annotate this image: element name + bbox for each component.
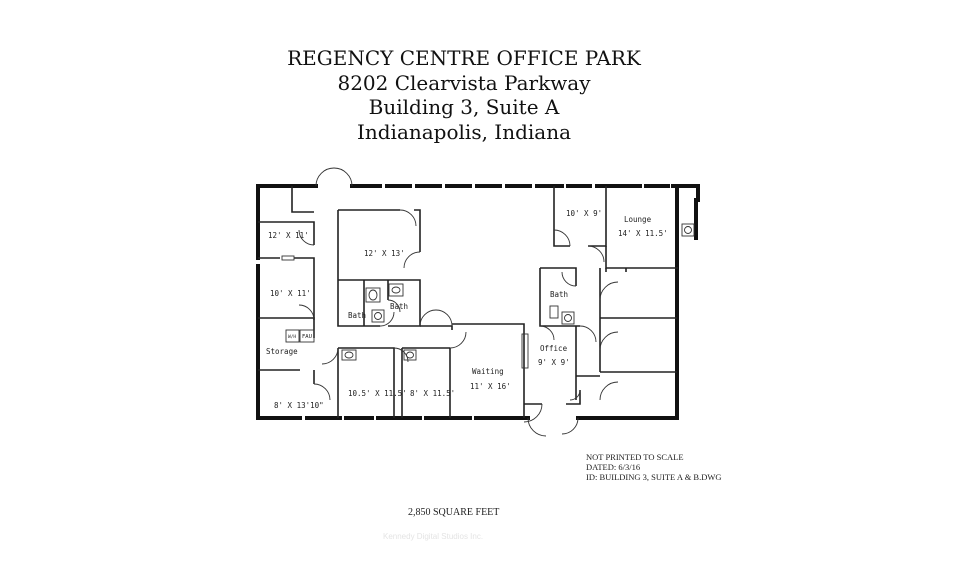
fixtures <box>281 223 695 369</box>
room-bath-left: Bath <box>348 311 366 320</box>
door-swings <box>298 167 619 437</box>
window-icon <box>281 255 295 261</box>
furnace-label: FAU <box>302 334 312 340</box>
room-office-dim: 9' X 9' <box>538 358 570 367</box>
water-heater-label: W/H <box>288 334 296 340</box>
room-office: Office <box>540 344 568 353</box>
id-note: ID: BUILDING 3, SUITE A & B.DWG <box>586 472 722 482</box>
room-waiting-dim: 11' X 16' <box>470 382 511 391</box>
date-note: DATED: 6/3/16 <box>586 462 641 472</box>
toilet-icon <box>549 305 559 319</box>
room-8x11-5: 8' X 11.5' <box>410 389 455 398</box>
property-name: REGENCY CENTRE OFFICE PARK <box>287 46 641 70</box>
room-10x9: 10' X 9' <box>566 209 602 218</box>
furnace-icon <box>299 329 315 343</box>
watermark: Kennedy Digital Studios Inc. <box>383 532 484 541</box>
water-heater-icon <box>285 329 300 343</box>
sink-icon <box>681 223 695 237</box>
suite: Building 3, Suite A <box>368 95 560 119</box>
scale-note: NOT PRINTED TO SCALE <box>586 452 684 462</box>
room-10-5x11-5: 10.5' X 11.5' <box>348 389 407 398</box>
room-8x13: 8' X 13'10" <box>274 401 324 410</box>
drawing-notes: NOT PRINTED TO SCALE DATED: 6/3/16 ID: B… <box>586 452 722 482</box>
room-lounge-dim: 14' X 11.5' <box>618 229 668 238</box>
sink-icon <box>371 309 385 323</box>
toilet-icon <box>365 287 381 303</box>
room-bath-right: Bath <box>550 290 568 299</box>
city-state: Indianapolis, Indiana <box>356 119 572 144</box>
street-address: 8202 Clearvista Parkway <box>337 70 591 95</box>
room-bath-mid: Bath <box>390 302 408 311</box>
room-10x11: 10' X 11' <box>270 289 311 298</box>
window-icon <box>521 333 529 369</box>
sink-icon <box>341 349 357 361</box>
room-storage: Storage <box>266 347 298 356</box>
sink-icon <box>403 349 417 361</box>
title-block: REGENCY CENTRE OFFICE PARK 8202 Clearvis… <box>0 46 928 144</box>
room-12x13: 12' X 13' <box>364 249 405 258</box>
square-footage: 2,850 SQUARE FEET <box>408 507 500 518</box>
room-labels: 12' X 11' 10' X 11' Storage 8' X 13'10" … <box>266 209 668 410</box>
room-12x11: 12' X 11' <box>268 231 309 240</box>
sink-icon <box>561 311 575 325</box>
room-lounge: Lounge <box>624 215 652 224</box>
interior-walls <box>258 186 678 418</box>
sink-icon <box>388 283 404 297</box>
room-waiting: Waiting <box>472 367 504 376</box>
